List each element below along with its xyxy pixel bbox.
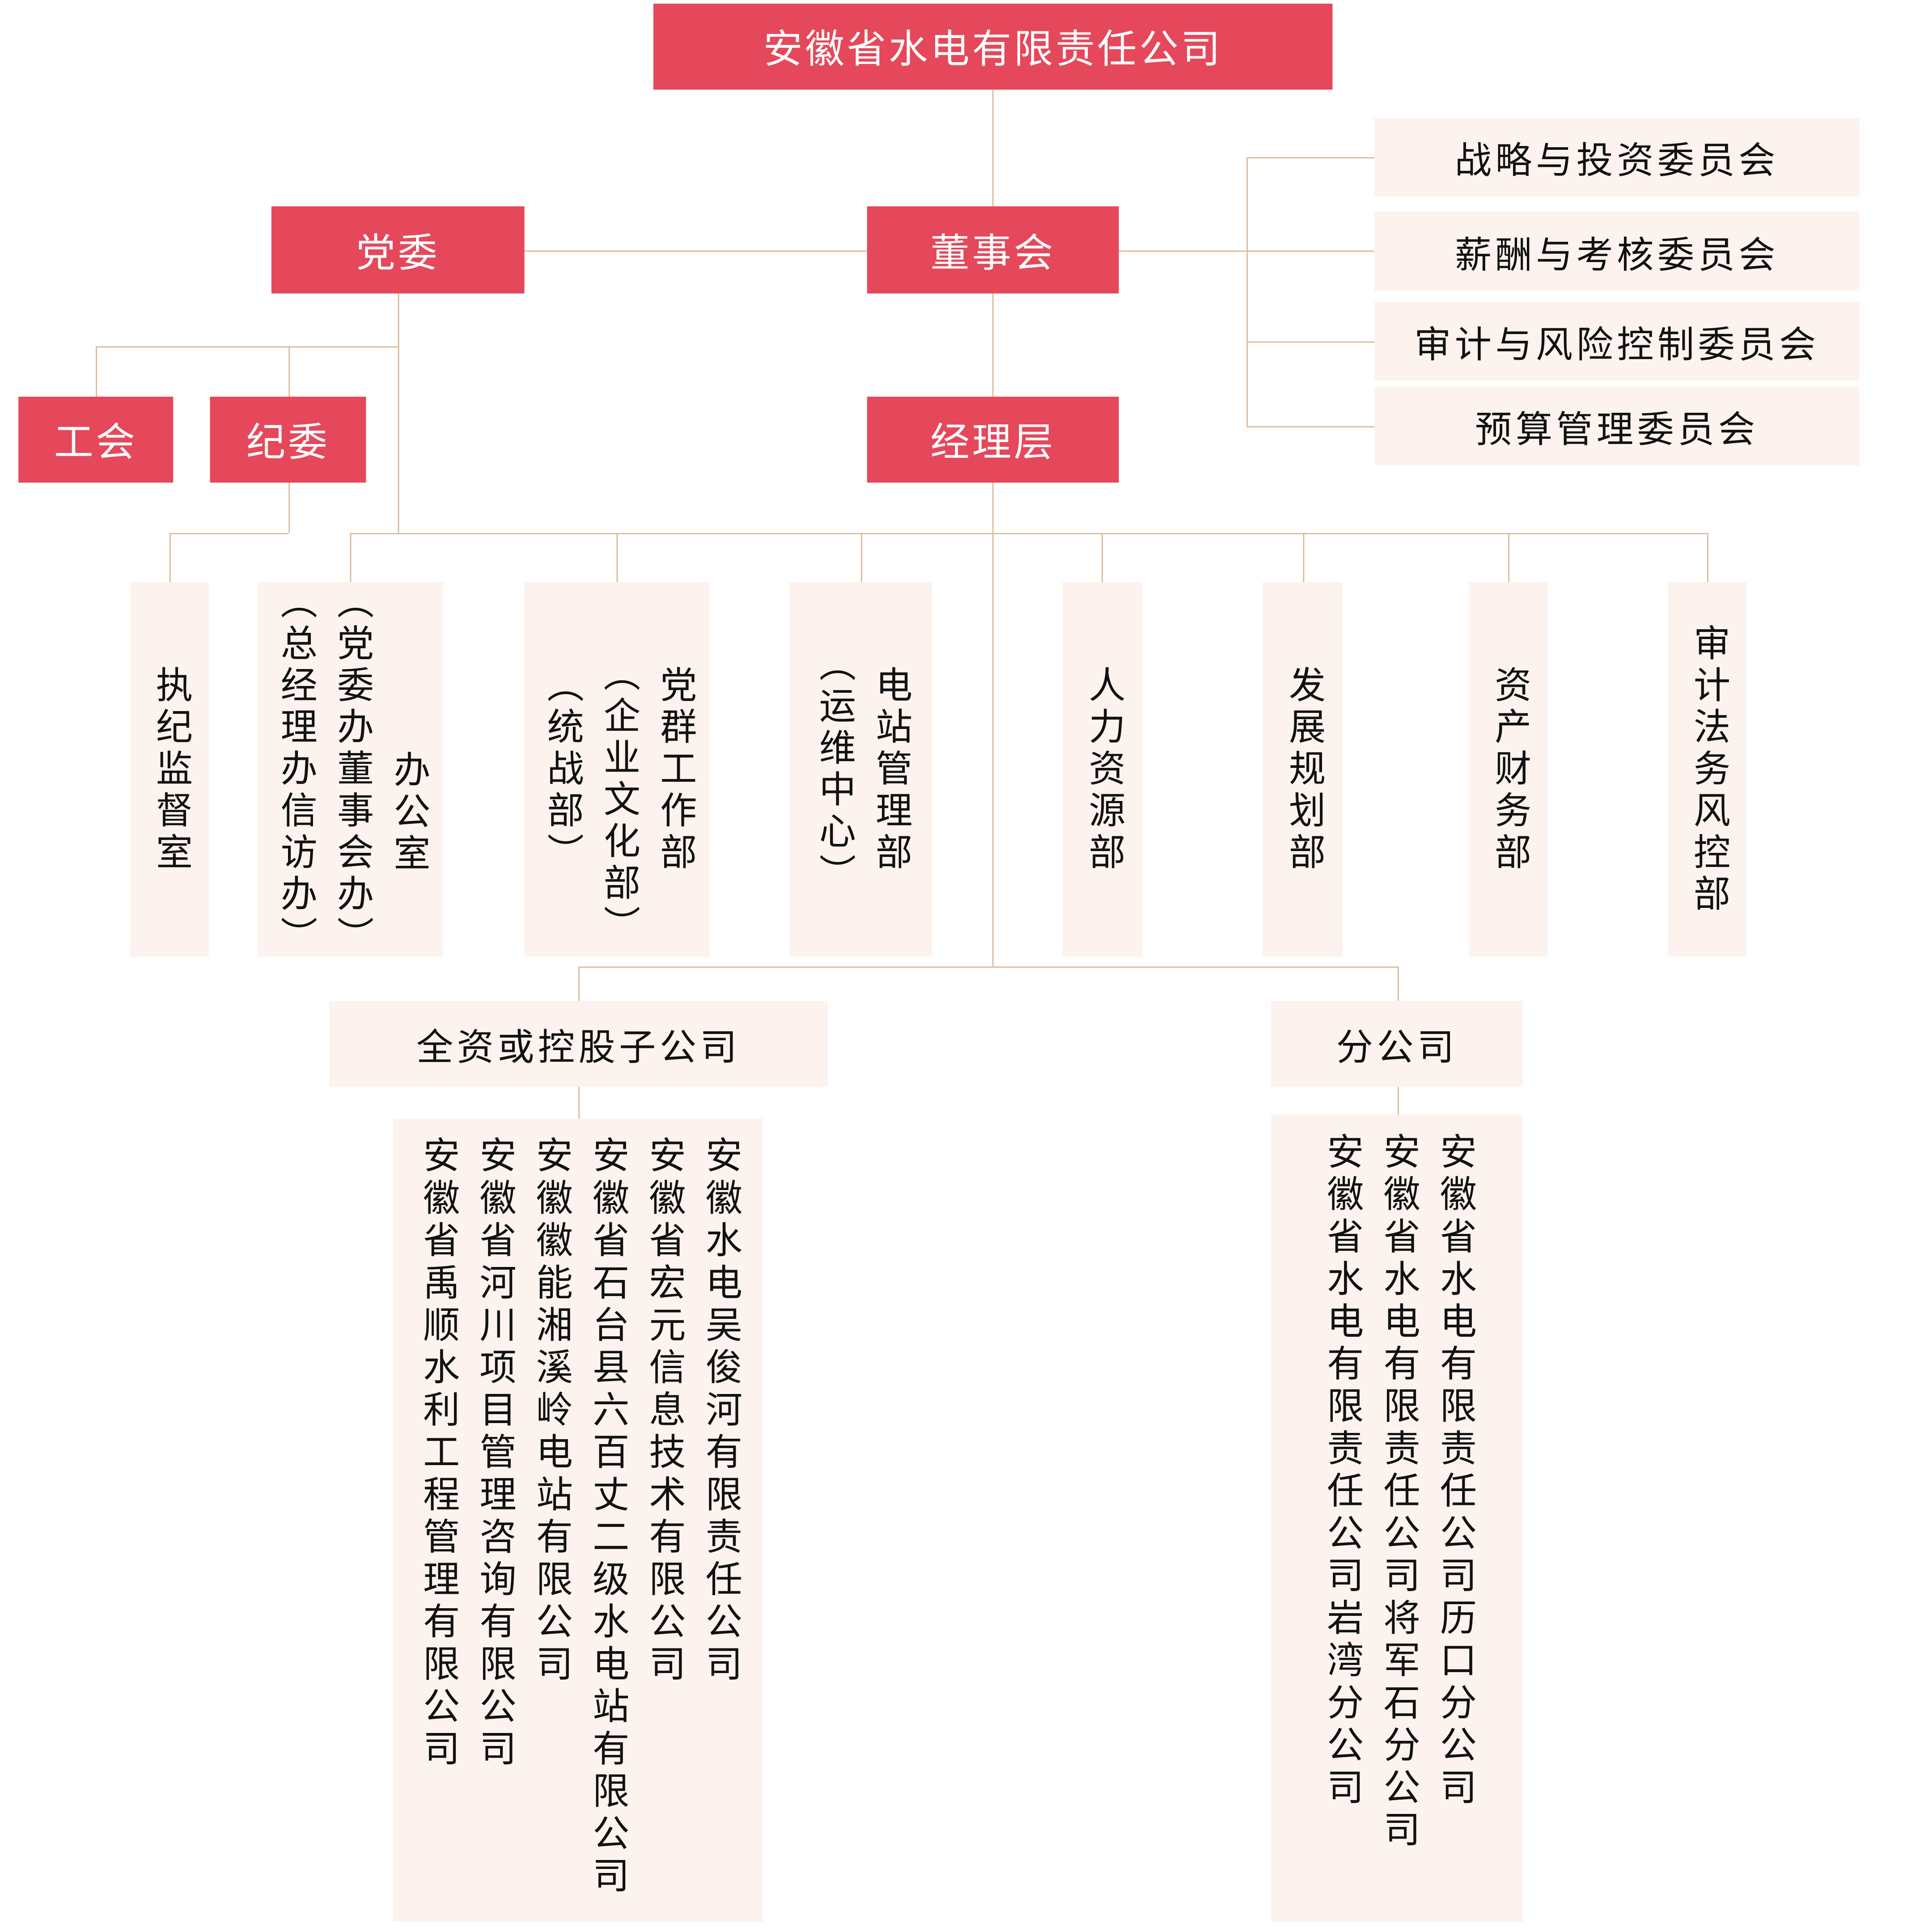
department-note: （企业文化部） xyxy=(596,654,640,946)
connector xyxy=(350,533,352,582)
discipline-node: 纪委 xyxy=(210,396,366,483)
department-node: 党群工作部 （企业文化部） （统战部） xyxy=(524,582,710,957)
connector xyxy=(861,533,863,582)
union-node: 工会 xyxy=(18,396,174,483)
department-node: 电站管理部 （运维中心） xyxy=(789,582,933,957)
committee-node: 薪酬与考核委员会 xyxy=(1374,211,1860,291)
connector xyxy=(169,533,289,535)
committee-label: 审计与风险控制委员会 xyxy=(1414,324,1820,368)
department-note: （总经理办信访办） xyxy=(273,582,317,958)
committee-label: 预算管理委员会 xyxy=(1475,409,1759,452)
committee-node: 战略与投资委员会 xyxy=(1374,118,1860,197)
union-label: 工会 xyxy=(54,419,138,466)
board-label: 董事会 xyxy=(930,229,1056,276)
branches-list: 安徽省水电有限责任公司历口分公司 安徽省水电有限责任公司将军石分公司 安徽省水电… xyxy=(1271,1115,1523,1922)
party-committee-node: 党委 xyxy=(271,206,525,294)
committee-label: 战略与投资委员会 xyxy=(1454,140,1779,183)
company-label: 安徽省水电有限责任公司 xyxy=(763,25,1223,73)
connector xyxy=(1508,533,1510,582)
company-node: 安徽省水电有限责任公司 xyxy=(653,4,1333,90)
connector xyxy=(288,483,290,533)
connector xyxy=(1246,426,1374,428)
subsidiary-item: 安徽徽能湘溪岭电站有限公司 xyxy=(529,1136,572,1687)
connector xyxy=(96,346,398,348)
branch-item: 安徽省水电有限责任公司历口分公司 xyxy=(1433,1132,1476,1810)
subsidiary-item: 安徽省石台县六百丈二级水电站有限公司 xyxy=(585,1136,628,1899)
branch-item: 安徽省水电有限责任公司岩湾分公司 xyxy=(1319,1132,1363,1810)
department-label: 执纪监督室 xyxy=(148,665,192,874)
connector xyxy=(578,1087,580,1119)
department-node: 人力资源部 xyxy=(1062,582,1142,957)
department-node: 办公室 （党委办董事会办） （总经理办信访办） xyxy=(258,582,444,958)
subsidiary-item: 安徽省宏元信息技术有限公司 xyxy=(641,1136,685,1687)
subsidiaries-list: 安徽水电吴俊河有限责任公司 安徽省宏元信息技术有限公司 安徽省石台县六百丈二级水… xyxy=(393,1119,763,1922)
branches-header: 分公司 xyxy=(1271,1000,1523,1087)
connector xyxy=(524,250,867,252)
connector xyxy=(350,533,1707,535)
subsidiaries-header: 全资或控股子公司 xyxy=(329,1000,828,1087)
management-label: 经理层 xyxy=(930,419,1056,466)
management-node: 经理层 xyxy=(867,396,1119,483)
connector xyxy=(992,483,994,967)
connector xyxy=(288,346,290,397)
department-label: 发展规划部 xyxy=(1281,665,1325,874)
subsidiary-item: 安徽水电吴俊河有限责任公司 xyxy=(698,1136,742,1687)
party-label: 党委 xyxy=(356,229,440,276)
connector xyxy=(398,293,399,533)
department-label: 电站管理部 xyxy=(868,665,911,874)
department-note: （党委办董事会办） xyxy=(330,582,373,958)
department-label: 审计法务风控部 xyxy=(1686,623,1729,916)
connector xyxy=(1246,157,1374,159)
branches-title: 分公司 xyxy=(1336,1026,1458,1070)
connector xyxy=(992,293,994,397)
connector xyxy=(1246,341,1374,343)
department-label: 资产财务部 xyxy=(1487,665,1530,874)
connector xyxy=(1303,533,1305,582)
connector xyxy=(1246,250,1374,252)
department-node: 审计法务风控部 xyxy=(1668,582,1746,957)
subsidiary-item: 安徽省禹顺水利工程管理有限公司 xyxy=(415,1136,459,1772)
department-label: 办公室 xyxy=(386,750,429,875)
department-label: 人力资源部 xyxy=(1081,665,1124,874)
connector xyxy=(1102,533,1103,582)
department-label: 党群工作部 xyxy=(653,665,696,874)
connector xyxy=(1707,533,1709,582)
department-node: 执纪监督室 xyxy=(130,582,209,957)
department-note: （统战部） xyxy=(539,665,583,874)
connector xyxy=(992,89,994,207)
connector xyxy=(578,966,1398,968)
connector xyxy=(616,533,618,582)
board-node: 董事会 xyxy=(867,206,1119,294)
branch-item: 安徽省水电有限责任公司将军石分公司 xyxy=(1376,1132,1420,1853)
committee-node: 审计与风险控制委员会 xyxy=(1374,302,1860,381)
subsidiary-item: 安徽省河川项目管理咨询有限公司 xyxy=(472,1136,515,1772)
connector xyxy=(1246,157,1248,426)
connector xyxy=(169,533,171,582)
connector xyxy=(1397,966,1399,1001)
department-note: （运维中心） xyxy=(812,644,855,895)
department-node: 发展规划部 xyxy=(1262,582,1343,957)
committee-node: 预算管理委员会 xyxy=(1374,386,1860,466)
connector xyxy=(96,346,97,397)
discipline-label: 纪委 xyxy=(246,419,330,466)
committee-label: 薪酬与考核委员会 xyxy=(1454,234,1779,277)
department-node: 资产财务部 xyxy=(1469,582,1547,957)
connector xyxy=(1397,1087,1399,1115)
connector xyxy=(1119,250,1247,252)
connector xyxy=(578,966,580,1001)
subsidiaries-title: 全资或控股子公司 xyxy=(416,1026,741,1070)
